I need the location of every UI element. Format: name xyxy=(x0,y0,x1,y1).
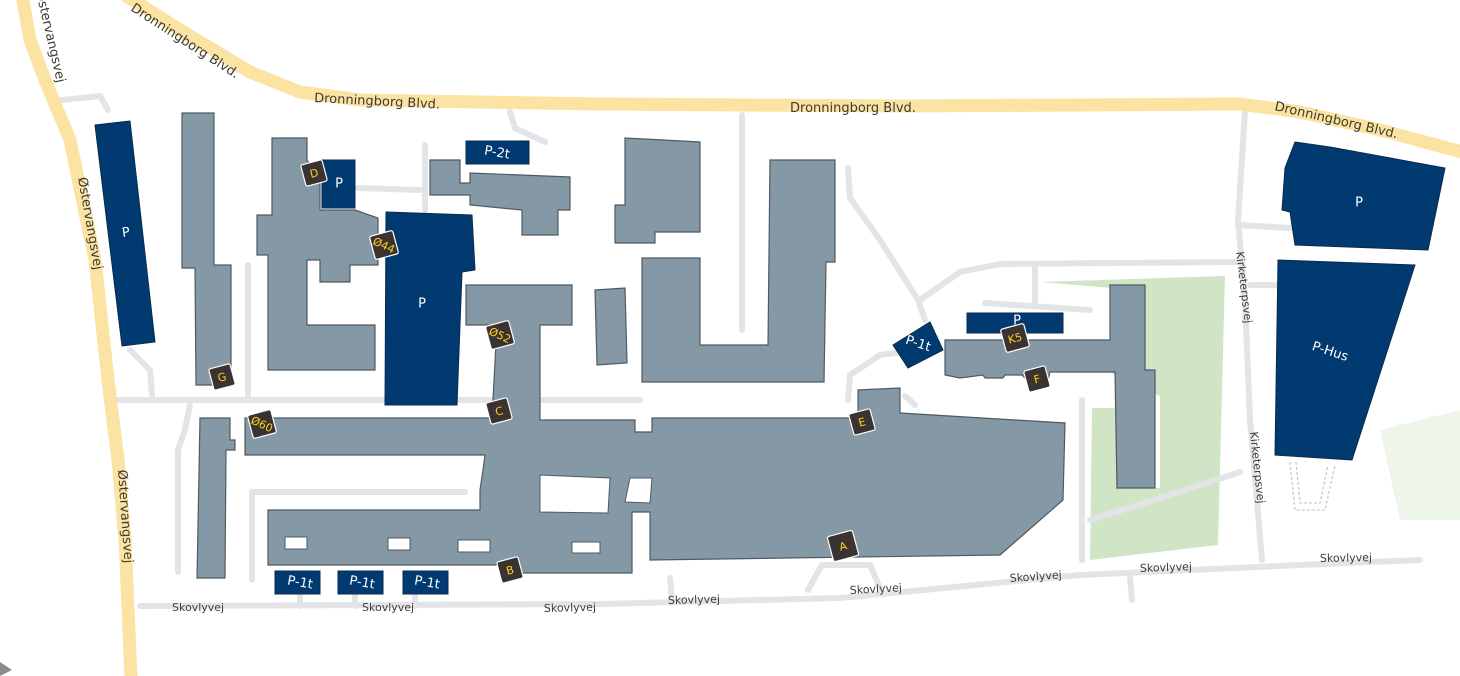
parking-label: P xyxy=(1013,314,1021,329)
entrance-label: A xyxy=(838,539,849,554)
major-roads xyxy=(16,0,1460,676)
entrance-marker-e[interactable]: E xyxy=(848,408,876,436)
parking-label: P xyxy=(418,297,426,312)
building xyxy=(196,417,236,579)
courtyard xyxy=(624,477,653,504)
parking-area xyxy=(892,321,944,369)
parking-label: P xyxy=(335,177,343,192)
parking-label: P xyxy=(121,225,131,241)
entrance-marker-k5[interactable]: K5 xyxy=(1000,323,1030,353)
road-label: Skovlyvej xyxy=(1320,551,1372,565)
road-label: Dronningborg Blvd. xyxy=(314,91,441,113)
road-label: Kirketerpsvej xyxy=(1247,431,1267,504)
parking-areas xyxy=(94,120,1446,595)
building xyxy=(594,287,628,366)
building xyxy=(256,137,379,371)
road-label: Skovlyvej xyxy=(849,581,902,597)
parking-label: P-1t xyxy=(413,573,441,592)
road-label: Skovlyvej xyxy=(544,601,596,615)
parking-area xyxy=(1274,259,1416,461)
road-oestervangsvej xyxy=(16,0,138,676)
courtyard xyxy=(457,539,491,553)
road-label: Østervangsvej xyxy=(114,469,135,564)
entrance-label: K5 xyxy=(1007,330,1024,346)
parking-label: P-1t xyxy=(286,573,314,592)
road-dronningborg xyxy=(120,0,1460,159)
road-label: Dronningborg Blvd. xyxy=(1273,99,1399,142)
parking-area xyxy=(384,211,476,406)
courtyard xyxy=(539,474,611,514)
road-label: Dronningborg Blvd. xyxy=(790,101,916,116)
entrance-label: D xyxy=(308,166,320,181)
building xyxy=(181,112,232,386)
entrance-marker-a[interactable]: A xyxy=(826,529,860,563)
parking-area xyxy=(1281,141,1446,251)
park-area-corner xyxy=(1380,410,1460,520)
entrance-label: E xyxy=(857,415,867,429)
road-label: Skovlyvej xyxy=(668,593,720,607)
entrance-marker-oe52[interactable]: Ø52 xyxy=(484,320,515,350)
entrance-label: F xyxy=(1032,372,1041,386)
entrance-marker-d[interactable]: D xyxy=(300,159,328,187)
parking-label: P-2t xyxy=(483,143,511,162)
courtyard xyxy=(387,537,411,551)
courtyard xyxy=(571,541,601,554)
road-label: Skovlyvej xyxy=(1140,560,1193,575)
minor-roads xyxy=(59,93,1423,609)
road-label: Skovlyvej xyxy=(172,601,224,614)
entrance-marker-oe60[interactable]: Ø60 xyxy=(246,409,277,439)
parking-area xyxy=(337,570,384,595)
parking-area xyxy=(274,570,321,595)
parking-area xyxy=(402,570,449,595)
entrance-marker-oe44[interactable]: Ø44 xyxy=(368,230,399,260)
parking-label: P-1t xyxy=(348,573,376,592)
entrance-label: G xyxy=(216,370,228,385)
entrance-markers: A B C D E F G K5 xyxy=(208,159,1051,584)
entrance-label: B xyxy=(505,563,516,578)
entrance-marker-g[interactable]: G xyxy=(208,363,236,391)
parking-label: P xyxy=(1355,196,1363,211)
building xyxy=(641,159,836,383)
entrance-marker-f[interactable]: F xyxy=(1023,365,1051,393)
road-label: Dronningborg Blvd. xyxy=(128,1,242,82)
road-label: Skovlyvej xyxy=(362,601,414,614)
entrance-marker-c[interactable]: C xyxy=(485,397,513,425)
parking-area xyxy=(465,140,530,165)
building xyxy=(429,159,571,236)
parking-area xyxy=(94,120,156,347)
entrance-label: C xyxy=(494,404,505,419)
road-label: Østervangsvej xyxy=(74,176,105,271)
building xyxy=(244,284,1066,574)
buildings xyxy=(181,112,1156,579)
road-label: Skovlyvej xyxy=(1009,568,1062,585)
building xyxy=(944,284,1156,489)
parking-area xyxy=(321,159,356,209)
courtyard xyxy=(284,536,308,550)
entrance-marker-b[interactable]: B xyxy=(496,556,524,584)
corner-shape xyxy=(0,662,12,676)
building xyxy=(614,137,701,244)
